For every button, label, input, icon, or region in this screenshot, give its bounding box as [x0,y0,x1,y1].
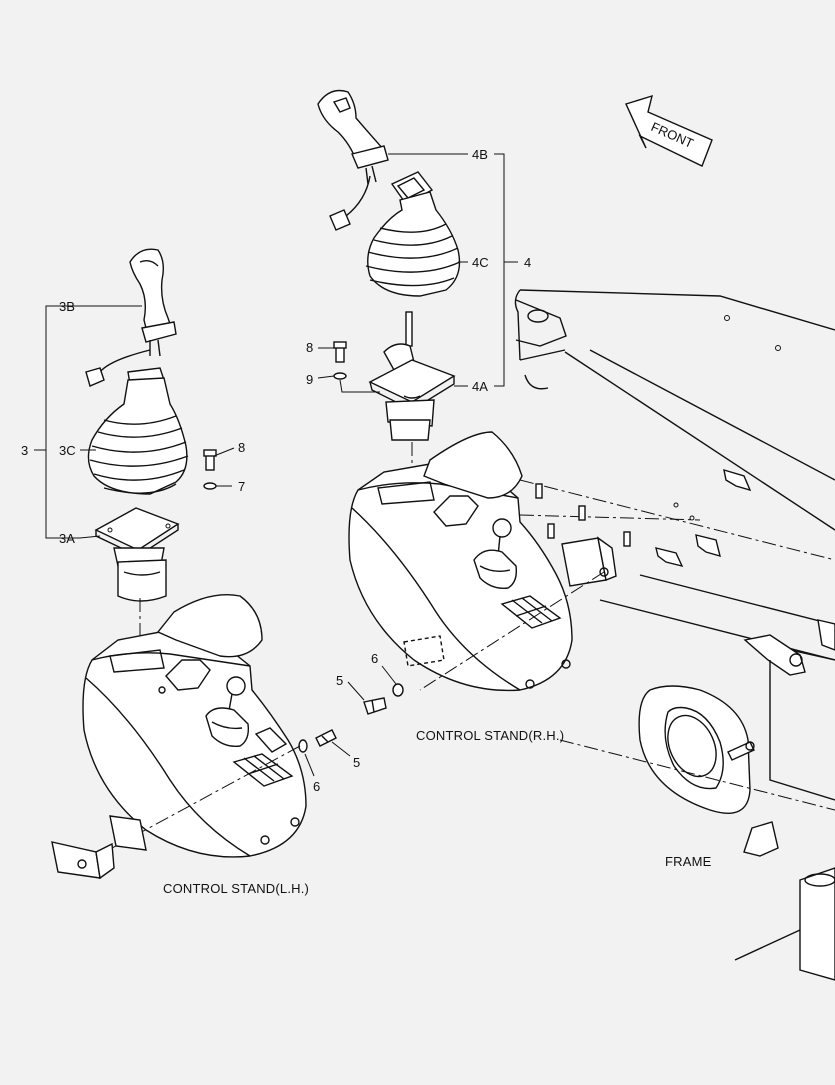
control-stand-lh-drawing [51,594,337,880]
label-4a: 4A [472,379,488,394]
label-4: 4 [524,255,531,270]
label-8-right: 8 [306,340,313,355]
label-3a: 3A [59,531,75,546]
front-arrow: FRONT [625,94,713,167]
label-3: 3 [21,443,28,458]
part-labels: 3B 3 3C 3A 8 7 4B 4C 4 4A 8 9 5 6 5 6 CO… [21,147,712,896]
frame-drawing [514,289,835,981]
label-6-left: 6 [313,779,320,794]
lever-assembly-4 [317,89,461,480]
label-7: 7 [238,479,245,494]
caption-frame: FRAME [665,854,712,869]
control-stand-rh-drawing [348,431,617,715]
label-4b: 4B [472,147,488,162]
label-9: 9 [306,372,313,387]
label-6-right: 6 [371,651,378,666]
caption-control-stand-rh: CONTROL STAND(R.H.) [416,728,564,743]
label-3c: 3C [59,443,76,458]
label-5-left: 5 [353,755,360,770]
caption-control-stand-lh: CONTROL STAND(L.H.) [163,881,309,896]
label-5-right: 5 [336,673,343,688]
label-8-left: 8 [238,440,245,455]
label-4c: 4C [472,255,489,270]
lever-assembly-3 [85,248,217,640]
label-3b: 3B [59,299,75,314]
frame-pins [535,483,631,547]
leader-lines [34,153,518,777]
frame-oval-plate [638,685,755,814]
